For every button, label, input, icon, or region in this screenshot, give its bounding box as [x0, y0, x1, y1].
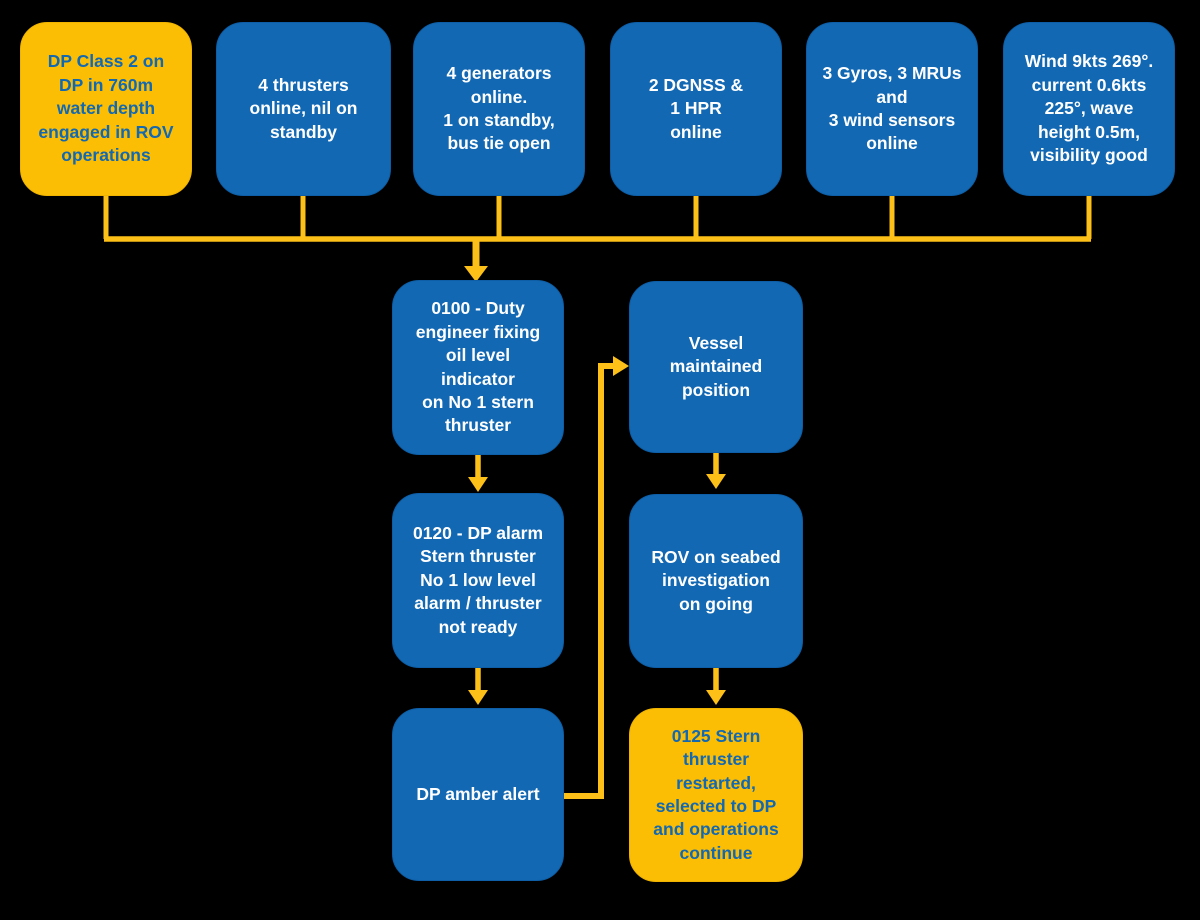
- node-weather-status: Wind 9kts 269°. current 0.6kts 225°, wav…: [1003, 22, 1175, 196]
- arrow-0120-to-amber: [468, 668, 488, 705]
- node-0100-duty-engineer: 0100 - Duty engineer fixing oil level in…: [392, 280, 564, 455]
- node-dp-class-2-status: DP Class 2 on DP in 760m water depth eng…: [20, 22, 192, 196]
- arrow-rov-to-0125: [706, 668, 726, 705]
- node-dp-amber-alert: DP amber alert: [392, 708, 564, 881]
- node-generators-status: 4 generators online. 1 on standby, bus t…: [413, 22, 585, 196]
- arrow-branch-to-0100: [464, 239, 488, 282]
- arrow-amber-to-vessel: [564, 356, 629, 799]
- node-dgnss-hpr-status: 2 DGNSS & 1 HPR online: [610, 22, 782, 196]
- node-thrusters-status: 4 thrusters online, nil on standby: [216, 22, 391, 196]
- node-0125-thruster-restarted: 0125 Stern thruster restarted, selected …: [629, 708, 803, 882]
- top-row-branch-connector: [103, 196, 1092, 242]
- arrow-vessel-to-rov: [706, 453, 726, 489]
- node-rov-seabed-investigation: ROV on seabed investigation on going: [629, 494, 803, 668]
- node-gyros-mrus-sensors-status: 3 Gyros, 3 MRUs and 3 wind sensors onlin…: [806, 22, 978, 196]
- node-vessel-maintained-position: Vessel maintained position: [629, 281, 803, 453]
- arrow-0100-to-0120: [468, 455, 488, 492]
- node-0120-dp-alarm: 0120 - DP alarm Stern thruster No 1 low …: [392, 493, 564, 668]
